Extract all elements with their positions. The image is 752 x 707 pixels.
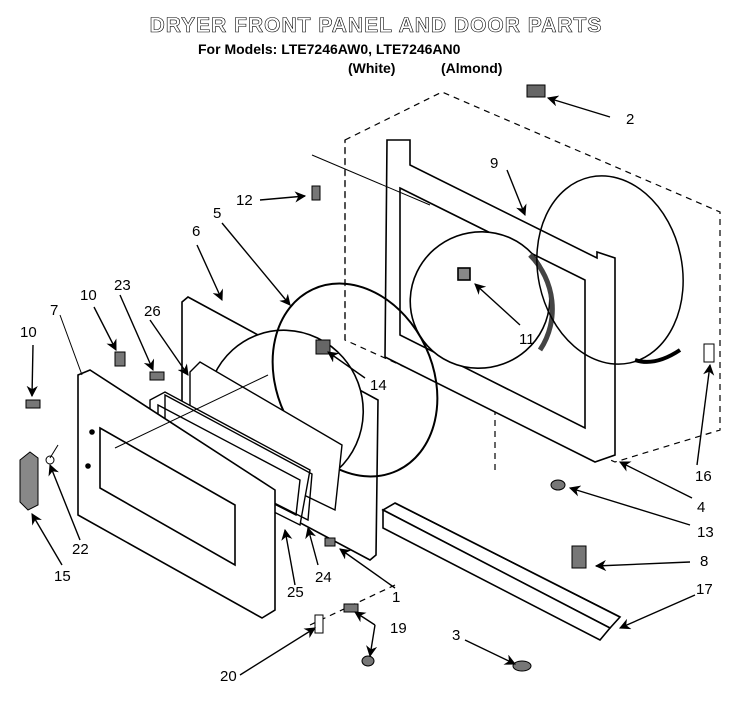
screw-23 (149, 371, 165, 381)
callout-17: 17 (696, 581, 713, 598)
callout-26: 26 (144, 303, 161, 320)
outer-door-7 (77, 369, 276, 619)
callout-23: 23 (114, 277, 131, 294)
callout-13: 13 (697, 524, 714, 541)
strike-3 (512, 660, 532, 672)
handle-15 (19, 451, 39, 511)
callout-22: 22 (72, 541, 89, 558)
callout-20: 20 (220, 668, 237, 685)
callout-15: 15 (54, 568, 71, 585)
callout-labels: 1 2 3 4 5 6 7 8 9 10 10 11 12 13 14 15 1… (20, 111, 714, 685)
callout-12: 12 (236, 192, 253, 209)
bracket-16 (703, 343, 715, 363)
screw-13 (550, 479, 566, 491)
callout-9: 9 (490, 155, 498, 172)
callout-24: 24 (315, 569, 332, 586)
screw-19 (343, 603, 359, 613)
callout-3: 3 (452, 627, 460, 644)
callout-5: 5 (213, 205, 221, 222)
door-hinge-1 (324, 537, 336, 547)
callout-16: 16 (695, 468, 712, 485)
screw-10b (25, 399, 41, 409)
callout-11: 11 (519, 331, 535, 348)
callout-8: 8 (700, 553, 708, 570)
seal-9 (536, 175, 684, 365)
screw-12 (311, 185, 321, 201)
callout-19: 19 (390, 620, 407, 637)
switch-8 (571, 545, 587, 569)
variant-almond: (Almond) (441, 60, 503, 76)
callout-1: 1 (392, 589, 400, 606)
connector-lines (49, 154, 431, 459)
screw-10 (114, 351, 126, 367)
model-subtitle: For Models: LTE7246AW0, LTE7246AN0 (198, 41, 461, 57)
sensor-11 (457, 267, 471, 281)
screws (25, 185, 566, 667)
callout-14: 14 (370, 377, 387, 394)
hinge-20 (314, 614, 324, 634)
callout-2: 2 (626, 111, 634, 128)
variant-white: (White) (348, 60, 396, 76)
hinge-14 (315, 339, 331, 355)
page-title: DRYER FRONT PANEL AND DOOR PARTS (149, 14, 603, 38)
callout-10-lower: 10 (20, 324, 37, 341)
callout-10-upper: 10 (80, 287, 97, 304)
callout-7: 7 (50, 302, 58, 319)
front-panel (384, 139, 616, 463)
leader-lines (26, 95, 715, 676)
callout-25: 25 (287, 584, 304, 601)
callout-4: 4 (697, 499, 705, 516)
callout-6: 6 (192, 223, 200, 240)
toe-panel-17 (381, 502, 622, 642)
catch-2 (526, 84, 546, 98)
